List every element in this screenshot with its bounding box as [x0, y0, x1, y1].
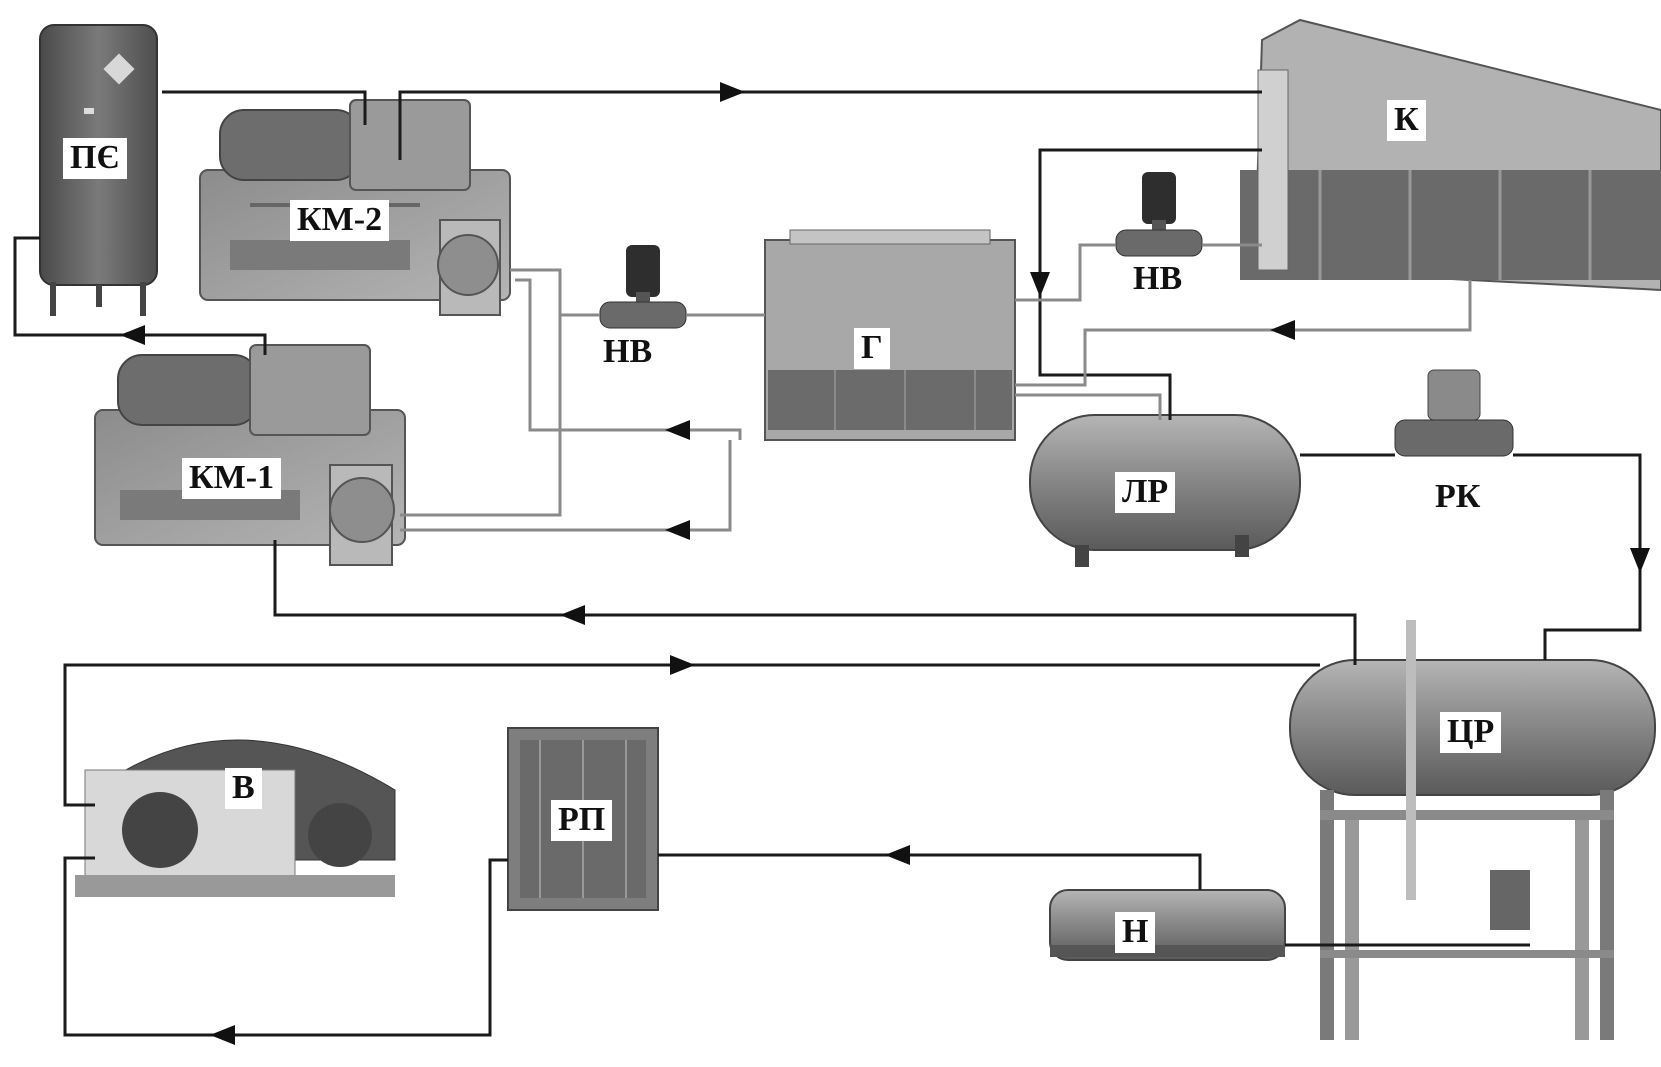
- water-km2-to-return: [515, 278, 742, 440]
- nv-right-solenoid-valve: [1115, 172, 1203, 257]
- k-condenser: [1240, 18, 1661, 292]
- pipe-tsr-to-km1-suction: [273, 540, 1357, 665]
- label-lr: ЛР: [1115, 472, 1176, 513]
- nv-left-solenoid-valve: [599, 245, 687, 329]
- tsr-circulation-receiver: [1289, 620, 1656, 1040]
- pipe-pe-to-km1: [13, 236, 267, 355]
- label-km1: КМ-1: [182, 458, 282, 499]
- rk-control-valve: [1394, 369, 1514, 457]
- water-km1-return: [400, 270, 562, 517]
- pipe-rp-to-n: [658, 853, 1202, 890]
- water-g-to-lr: [1015, 393, 1162, 420]
- label-rp: РП: [551, 800, 613, 841]
- flow-arrows: [120, 82, 1650, 1045]
- arrow-pe-loop-left: [120, 325, 145, 345]
- pipe-rk-to-tsr: [1513, 453, 1642, 660]
- label-km2: КМ-2: [290, 200, 390, 241]
- arrow-bottom-left: [210, 1025, 235, 1045]
- km1-compressor: [94, 344, 406, 566]
- arrow-k-water-left: [1270, 320, 1295, 340]
- pipe-pe-to-k-top: [162, 90, 367, 125]
- arrow-rk-down: [1630, 548, 1650, 573]
- n-pump: [1049, 889, 1286, 961]
- arrow-top-right: [720, 82, 745, 102]
- label-k: К: [1387, 100, 1426, 141]
- label-nv-left: НВ: [603, 333, 653, 370]
- label-g: Г: [854, 328, 890, 369]
- label-v: В: [225, 768, 262, 809]
- water-k-to-g: [1015, 280, 1472, 387]
- label-nv-right: НВ: [1133, 260, 1183, 297]
- label-rk: РК: [1435, 478, 1481, 515]
- v-air-cooler: [75, 739, 396, 897]
- pipe-km2-discharge-to-k: [398, 90, 1262, 160]
- pipe-v-to-rp: [63, 856, 508, 1037]
- arrow-k-down: [1030, 272, 1050, 297]
- arrow-top-loop-right: [670, 655, 695, 675]
- water-km2-to-nv: [510, 268, 600, 317]
- label-n: Н: [1115, 912, 1156, 953]
- water-km1-return-2: [400, 440, 732, 532]
- arrow-water-left-upper: [665, 420, 690, 440]
- pipe-k-return: [1038, 148, 1262, 420]
- label-pe: ПЄ: [63, 138, 127, 179]
- label-tsr: ЦР: [1440, 712, 1502, 753]
- arrow-rp-from-n-left: [885, 845, 910, 865]
- arrow-water-left-lower: [665, 520, 690, 540]
- water-piping: [400, 243, 1472, 532]
- water-g-to-nv-right: [1015, 243, 1116, 302]
- g-cooling-tower: [764, 229, 1016, 441]
- arrow-suction-left: [560, 605, 585, 625]
